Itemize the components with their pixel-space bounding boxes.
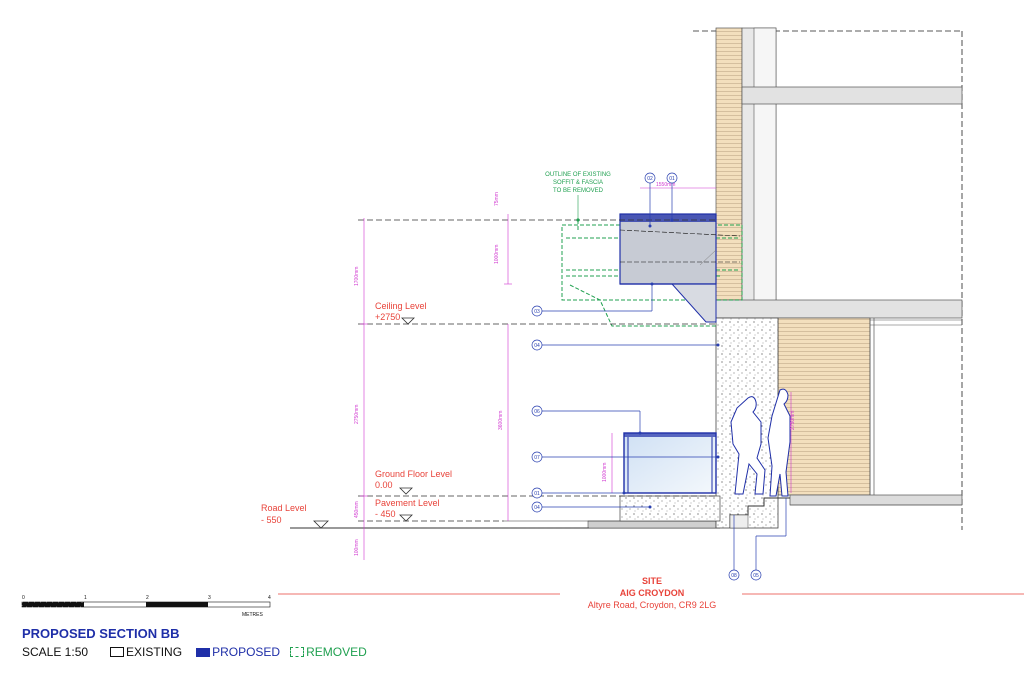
legend: SCALE 1:50 EXISTING PROPOSED REMOVED	[22, 645, 367, 659]
dim-1700: 1700mm	[354, 267, 360, 286]
floor-slab-upper	[741, 86, 963, 105]
pavement-level-marker: Pavement Level - 450	[375, 498, 440, 522]
scale-tick-4: 4	[268, 595, 271, 601]
legend-existing-label: EXISTING	[126, 645, 183, 659]
floor-slab-first	[715, 299, 963, 319]
timber-cladding-upper	[715, 27, 743, 304]
drawing-title: PROPOSED SECTION BB	[22, 626, 180, 641]
road-level-value: - 550	[261, 515, 282, 525]
note-line-1: OUTLINE OF EXISTING	[545, 172, 611, 178]
pavement-level-label: Pavement Level	[375, 498, 440, 508]
ceiling-level-marker: Ceiling Level +2750	[375, 301, 427, 325]
ground-level-label: Ground Floor Level	[375, 469, 452, 479]
dim-75: 75mm	[494, 192, 500, 206]
tag-03: 03	[534, 309, 540, 315]
scale-bar: 0 1 2 3 4 METRES	[21, 595, 271, 618]
scale-tick-0: 0	[22, 595, 25, 601]
pavement-level-value: - 450	[375, 509, 396, 519]
site-address: Altyre Road, Croydon, CR9 2LG	[588, 600, 717, 610]
tag-04b: 04	[534, 505, 540, 511]
legend-existing: EXISTING	[110, 645, 182, 659]
level-lines	[358, 219, 716, 529]
tag-04: 04	[534, 343, 540, 349]
removed-swatch	[290, 647, 305, 657]
note-line-3: TO BE REMOVED	[553, 188, 604, 194]
timber-cladding-ground	[777, 317, 871, 496]
dim-1000: 1000mm	[494, 245, 500, 264]
scale-tick-3: 3	[208, 595, 211, 601]
proposed-glazing	[623, 432, 717, 494]
legend-removed: REMOVED	[290, 645, 367, 659]
dimensions	[360, 187, 792, 560]
dim-2750-ground: 2750mm	[790, 411, 796, 430]
dim-2750: 2750mm	[354, 405, 360, 424]
road-level-label: Road Level	[261, 503, 307, 513]
human-figures	[730, 388, 791, 497]
scale-unit: METRES	[242, 612, 264, 618]
callout-tags	[531, 172, 787, 581]
dim-100: 100mm	[354, 539, 360, 556]
scale-tick-2: 2	[146, 595, 149, 601]
concrete-pier	[619, 317, 790, 529]
site-heading: SITE	[642, 576, 662, 586]
scale-tick-1: 1	[84, 595, 87, 601]
site-name: AIG CROYDON	[620, 588, 685, 598]
road-level-marker: Road Level - 550	[261, 503, 329, 529]
proposed-swatch	[196, 647, 211, 657]
removal-note: OUTLINE OF EXISTING SOFFIT & FASCIA TO B…	[545, 172, 611, 222]
ground-level-value: 0.00	[375, 480, 393, 490]
tag-08: 08	[731, 573, 737, 579]
ceiling-level-label: Ceiling Level	[375, 301, 427, 311]
tag-01b: 01	[534, 491, 540, 497]
legend-proposed: PROPOSED	[196, 645, 280, 659]
tag-05: 05	[753, 573, 759, 579]
existing-swatch	[110, 647, 125, 657]
callout-tag-labels: 02 01 03 04 06 07 01 04 08 05	[534, 176, 759, 579]
dim-3600: 3600mm	[498, 411, 504, 430]
note-line-2: SOFFIT & FASCIA	[553, 180, 603, 186]
tag-02: 02	[647, 176, 653, 182]
tag-01: 01	[669, 176, 675, 182]
dim-1000-glazing: 1000mm	[602, 463, 608, 482]
ground-level-marker: Ground Floor Level 0.00	[375, 469, 452, 495]
proposed-canopy	[619, 213, 741, 323]
legend-removed-label: REMOVED	[306, 645, 367, 659]
ground-slab	[789, 494, 963, 506]
scale-label: SCALE 1:50	[22, 645, 89, 659]
dimension-labels: 75mm 1000mm 1700mm 2750mm 3600mm 450mm 1…	[354, 182, 796, 556]
ceiling-level-value: +2750	[375, 312, 400, 322]
dim-1550: 1550mm	[656, 182, 675, 188]
tag-07: 07	[534, 455, 540, 461]
existing-building	[290, 27, 963, 530]
legend-proposed-label: PROPOSED	[212, 645, 281, 659]
tag-06: 06	[534, 409, 540, 415]
site-block: SITE AIG CROYDON Altyre Road, Croydon, C…	[278, 576, 1024, 610]
dim-450: 450mm	[354, 501, 360, 518]
